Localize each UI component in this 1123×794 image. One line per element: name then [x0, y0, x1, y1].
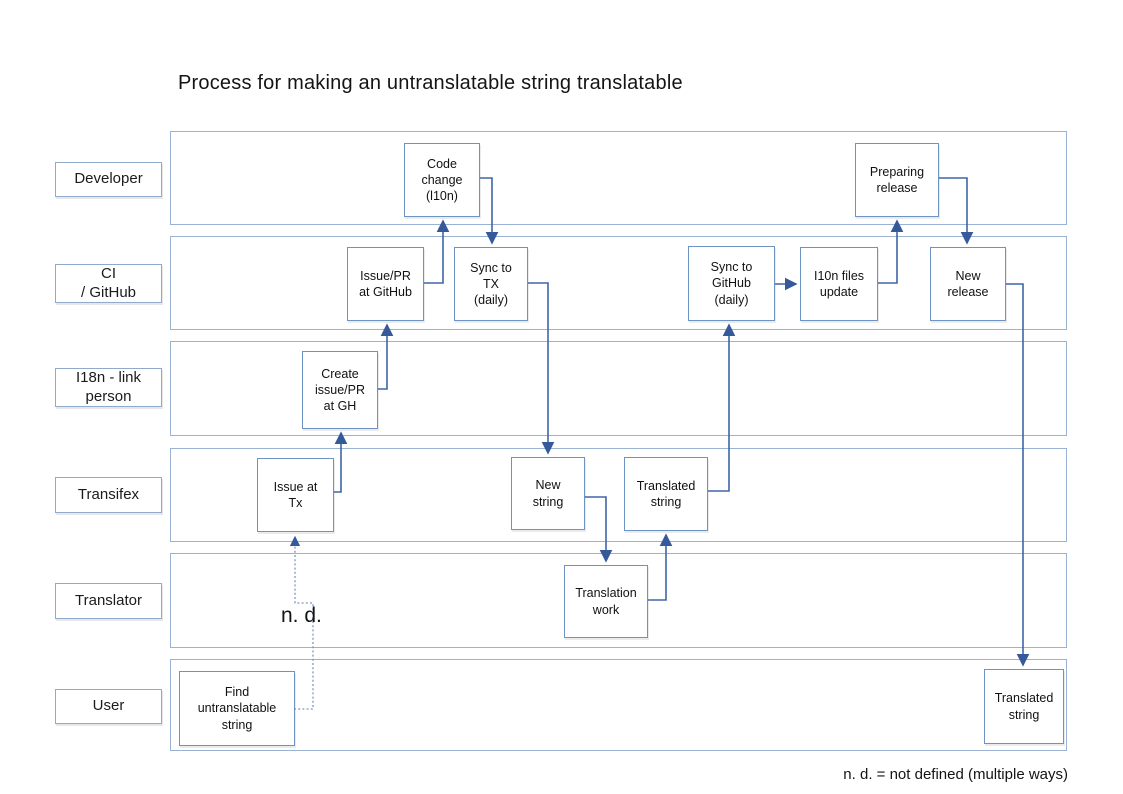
node-issue-at-tx: Issue at Tx: [257, 458, 334, 532]
node-find-untranslatable-string: Find untranslatable string: [179, 671, 295, 746]
lane-label-translator: Translator: [55, 583, 162, 619]
lane-label-ci-github: CI / GitHub: [55, 264, 162, 303]
node-new-string: New string: [511, 457, 585, 530]
node-translation-work: Translation work: [564, 565, 648, 638]
nd-annotation: n. d.: [281, 604, 322, 627]
swimlane-ci-github: [170, 236, 1067, 330]
node-sync-to-tx-daily: Sync to TX (daily): [454, 247, 528, 321]
lane-label-i18n-link-person: I18n - link person: [55, 368, 162, 407]
node-preparing-release: Preparing release: [855, 143, 939, 217]
node-new-release: New release: [930, 247, 1006, 321]
node-create-issue-pr-at-gh: Create issue/PR at GH: [302, 351, 378, 429]
diagram-title: Process for making an untranslatable str…: [178, 72, 683, 94]
node-sync-to-github-daily: Sync to GitHub (daily): [688, 246, 775, 321]
lane-label-developer: Developer: [55, 162, 162, 197]
node-l10n-files-update: I10n files update: [800, 247, 878, 321]
lane-label-transifex: Transifex: [55, 477, 162, 513]
node-code-change: Code change (l10n): [404, 143, 480, 217]
swimlane-user: [170, 659, 1067, 751]
node-translated-string-user: Translated string: [984, 669, 1064, 744]
node-translated-string-transifex: Translated string: [624, 457, 708, 531]
node-issue-pr-at-github: Issue/PR at GitHub: [347, 247, 424, 321]
lane-label-user: User: [55, 689, 162, 724]
legend-note: n. d. = not defined (multiple ways): [843, 766, 1068, 783]
